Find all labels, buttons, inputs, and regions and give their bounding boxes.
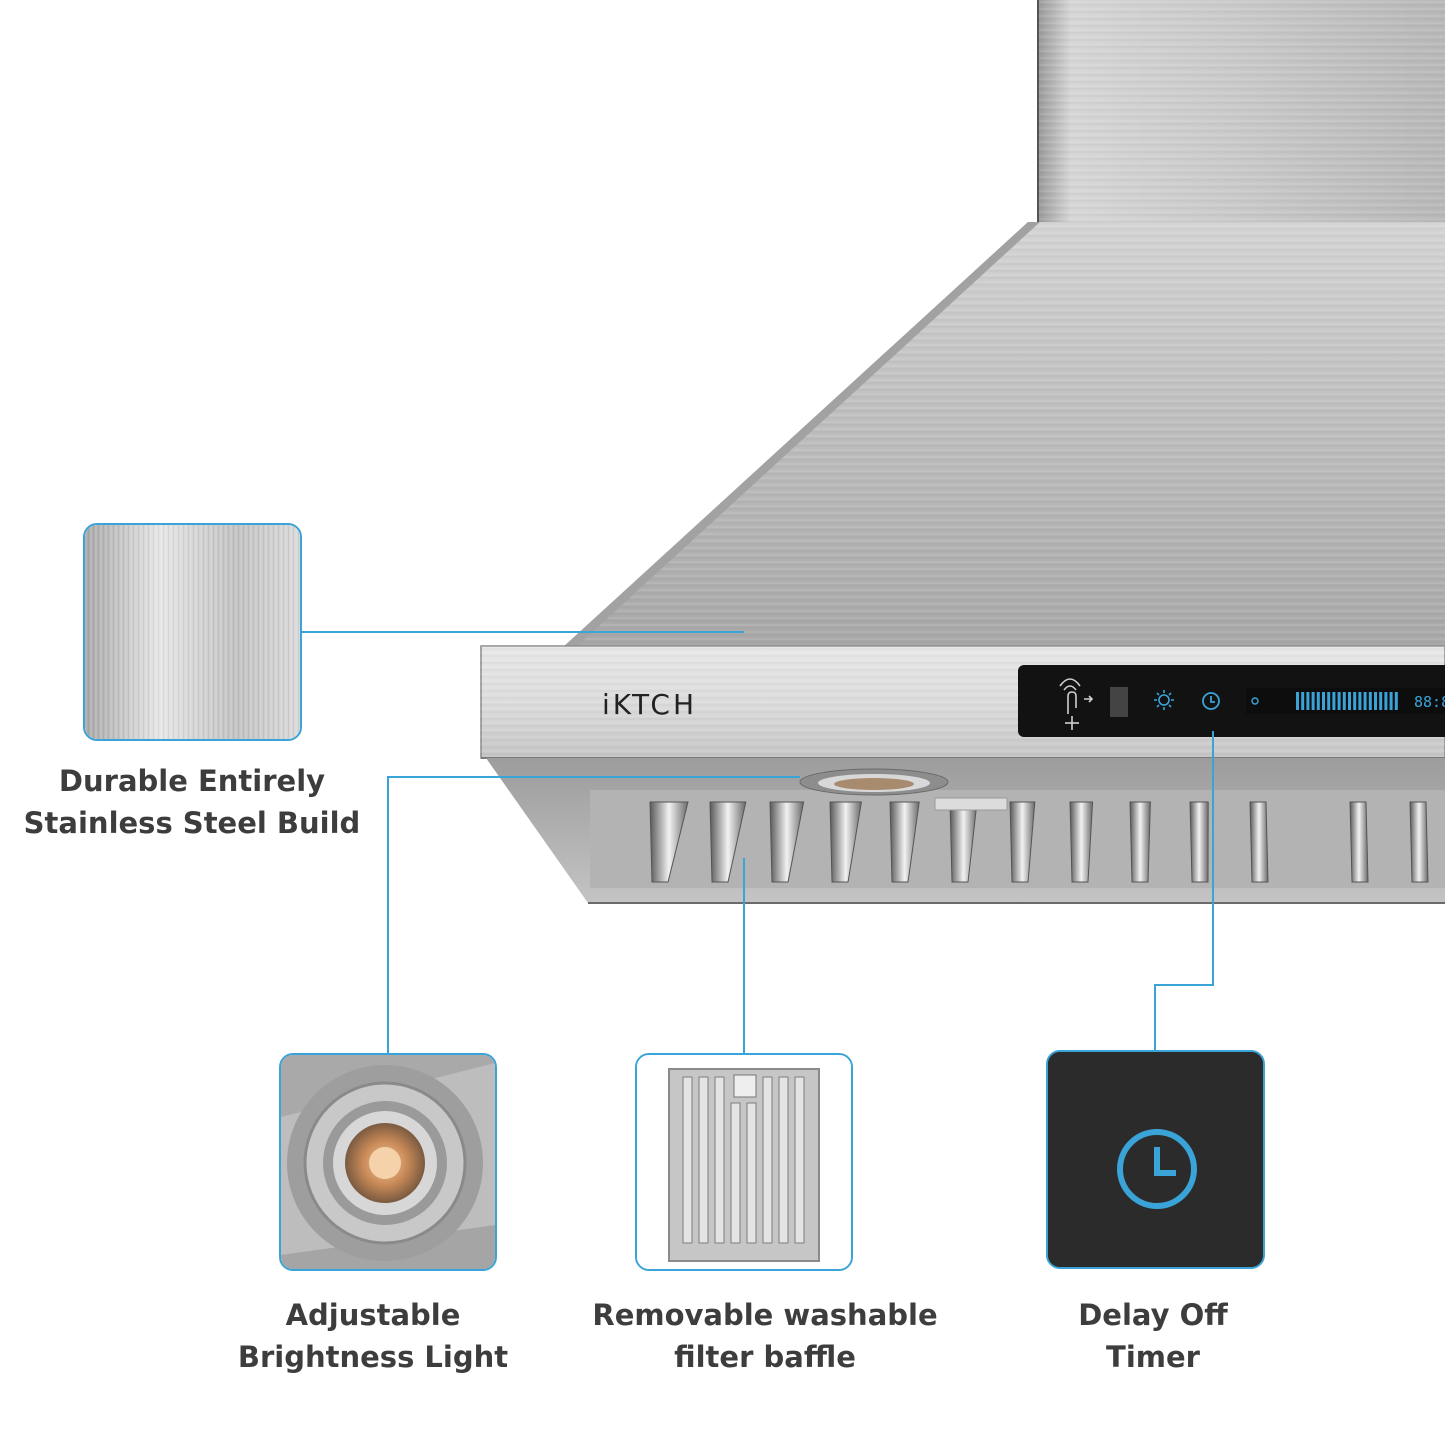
- steel-swatch-thumbnail: [83, 523, 302, 741]
- baffle-slot: [889, 801, 920, 883]
- filter-fin: [682, 1076, 693, 1244]
- speed-bar: [1358, 692, 1362, 710]
- touch-gesture-icon[interactable]: [1059, 678, 1094, 730]
- baffle-slot: [829, 801, 862, 883]
- speed-bar: [1353, 692, 1357, 710]
- baffle-slot: [1009, 801, 1036, 883]
- speed-bar: [1337, 692, 1341, 710]
- baffle-slot: [1129, 801, 1151, 883]
- power-indicator: [1110, 687, 1128, 717]
- baffle-slot: [649, 801, 689, 883]
- filter-fin: [778, 1076, 789, 1244]
- speed-bar: [1301, 692, 1305, 710]
- baffle-slots: [649, 801, 1429, 883]
- filter-fin: [714, 1076, 725, 1244]
- filter-fins: [682, 1076, 805, 1244]
- baffle-slot: [1069, 801, 1094, 883]
- timer-icon: [1048, 1052, 1263, 1267]
- speed-bar: [1348, 692, 1351, 710]
- baffle-slot: [769, 801, 805, 883]
- speed-bar: [1306, 692, 1310, 710]
- filter-fin: [794, 1076, 805, 1244]
- speed-bar: [1374, 692, 1377, 710]
- baffle-filter-icon: [637, 1055, 851, 1269]
- speed-bar: [1316, 692, 1320, 710]
- callout-line-timer: [1154, 731, 1214, 1052]
- speed-bar: [1322, 692, 1325, 710]
- control-panel: [1018, 665, 1445, 737]
- speed-bar: [1363, 692, 1367, 710]
- baffle-slot: [1249, 801, 1269, 883]
- feature-label-timer: Delay Off Timer: [1078, 1298, 1228, 1374]
- fan-speed-bars: [1296, 692, 1398, 710]
- light-bulb-icon[interactable]: [1154, 690, 1174, 710]
- filter-fin: [746, 1102, 757, 1244]
- filter-fin: [730, 1102, 741, 1244]
- timer-thumbnail: [1046, 1050, 1265, 1269]
- feature-label-steel: Durable Entirely Stainless Steel Build: [23, 764, 361, 840]
- filter-fin: [762, 1076, 773, 1244]
- underside-light[interactable]: [799, 768, 949, 796]
- feature-label-filter: Removable washable filter baffle: [592, 1298, 938, 1374]
- baffle-slot: [709, 801, 747, 883]
- canopy-edge: [562, 222, 1040, 648]
- speed-bar: [1342, 692, 1346, 710]
- brushed-steel-swatch: [85, 525, 300, 739]
- speed-bar: [1379, 692, 1383, 710]
- brand-logo: iKTCH: [602, 688, 698, 721]
- baffle-slot: [1349, 801, 1369, 883]
- baffle-slot: [1189, 801, 1209, 883]
- feature-label-light: Adjustable Brightness Light: [237, 1298, 509, 1374]
- speed-bar: [1311, 692, 1315, 710]
- baffle-slot: [1409, 801, 1429, 883]
- led-light-icon: [281, 1055, 495, 1269]
- filter-fin: [698, 1076, 709, 1244]
- speed-bar: [1394, 692, 1398, 710]
- callout-lines: [302, 631, 1214, 1055]
- clock-icon[interactable]: [1202, 692, 1220, 710]
- speed-bar: [1332, 692, 1336, 710]
- speed-bar: [1384, 692, 1388, 710]
- light-thumbnail: [279, 1053, 497, 1271]
- speed-bar: [1389, 692, 1393, 710]
- speed-bar: [1327, 692, 1331, 710]
- speed-bar: [1296, 692, 1299, 710]
- display-readout: 88:8: [1414, 693, 1445, 711]
- filter-thumbnail: [635, 1053, 853, 1271]
- speed-bar: [1368, 692, 1372, 710]
- callout-line-light: [387, 776, 800, 1055]
